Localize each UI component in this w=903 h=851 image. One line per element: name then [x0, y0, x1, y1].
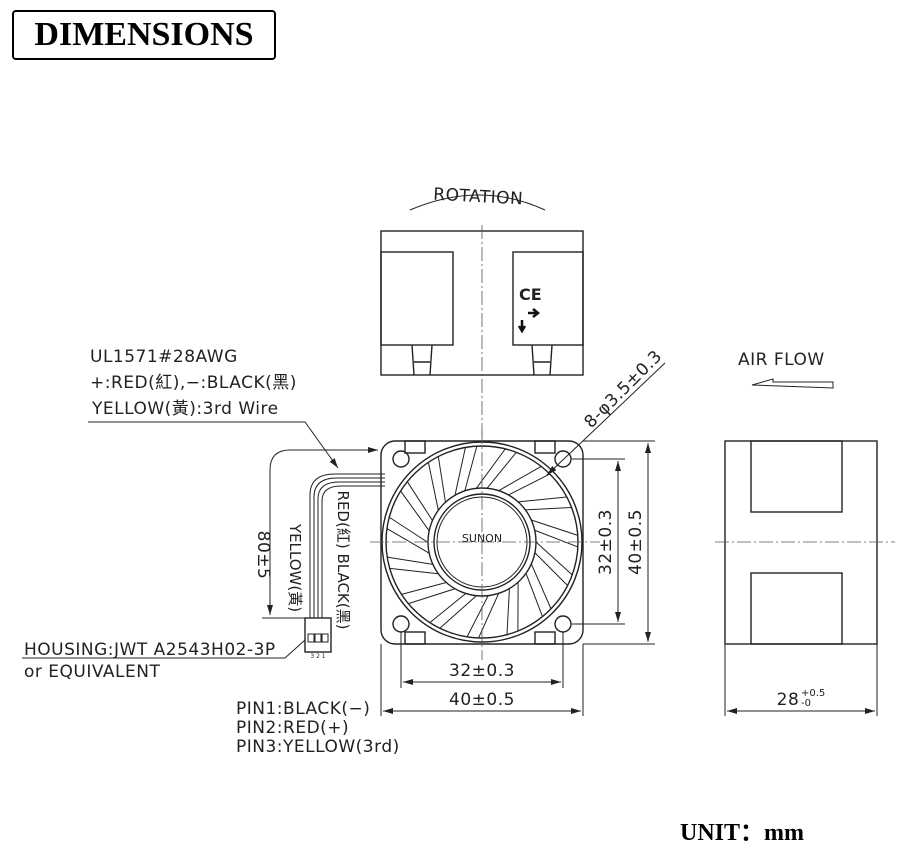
fan-blade	[498, 465, 551, 496]
fan-blade	[475, 448, 517, 489]
housing-line: HOUSING:JWT A2543H02-3P	[24, 640, 276, 660]
yellow-label: YELLOW(黃)	[286, 523, 304, 612]
size-horizontal: 40±0.5	[449, 690, 515, 710]
fan-blade	[525, 563, 552, 617]
size-vertical: 40±0.5	[626, 509, 646, 575]
fan-blade	[427, 456, 446, 511]
unit-label: UNIT：mm	[680, 820, 804, 846]
depth-tol-plus: +0.5	[801, 688, 825, 699]
rotation-arc	[409, 194, 546, 211]
wire-spec-line: +:RED(紅),−:BLACK(黑)	[90, 373, 297, 393]
pin-label: PIN1:BLACK(−)	[236, 699, 370, 719]
wire-spec-line: UL1571#28AWG	[90, 347, 238, 367]
rotation-label: ROTATION	[433, 185, 524, 210]
fan-blade	[534, 541, 573, 586]
fan-blade	[506, 582, 519, 635]
fan-blade	[401, 581, 456, 605]
fan-blade	[454, 446, 478, 496]
page-title: DIMENSIONS	[12, 10, 276, 60]
housing-line: or EQUIVALENT	[24, 662, 160, 682]
direction-arrows-icon	[517, 308, 541, 334]
pin-label: PIN2:RED(+)	[236, 718, 349, 738]
connector-housing	[304, 617, 332, 653]
top-view: ROTATION CE	[380, 185, 584, 440]
wire-spec-line: YELLOW(黃):3rd Wire	[91, 399, 279, 419]
fan-blade	[386, 516, 430, 554]
hole-pitch-horizontal: 32±0.3	[449, 661, 515, 681]
airflow-label: AIR FLOW	[738, 350, 825, 370]
red-black-label: RED(紅) BLACK(黑)	[334, 491, 352, 630]
depth-tol-minus: -0	[801, 698, 811, 709]
fan-blade	[429, 593, 477, 629]
fan-blade	[387, 556, 439, 575]
side-view: AIR FLOW 28 +0.5 -0	[715, 350, 895, 716]
brand-logo: SUNON	[462, 532, 502, 545]
hole-pitch-vertical: 32±0.3	[596, 509, 616, 575]
pin-label: PIN3:YELLOW(3rd)	[236, 737, 400, 757]
fan-blade	[531, 519, 579, 548]
connector-pins: 3 2 1	[310, 653, 325, 660]
airflow-arrow-icon	[751, 378, 834, 389]
wire-spec: UL1571#28AWG +:RED(紅),−:BLACK(黑) YELLOW(…	[22, 347, 400, 757]
fan-blade	[518, 496, 572, 511]
ce-mark-icon: CE	[519, 285, 542, 304]
hole-dim: 8-φ3.5±0.3	[581, 347, 667, 433]
wire-length-dim: 80±5	[253, 531, 273, 580]
fan-blade	[400, 481, 433, 532]
depth-dim: 28	[777, 690, 800, 710]
front-view: SUNON 8-φ3.5±0.3 32±0.3 40±0.5 32±0.3 40…	[370, 347, 666, 716]
